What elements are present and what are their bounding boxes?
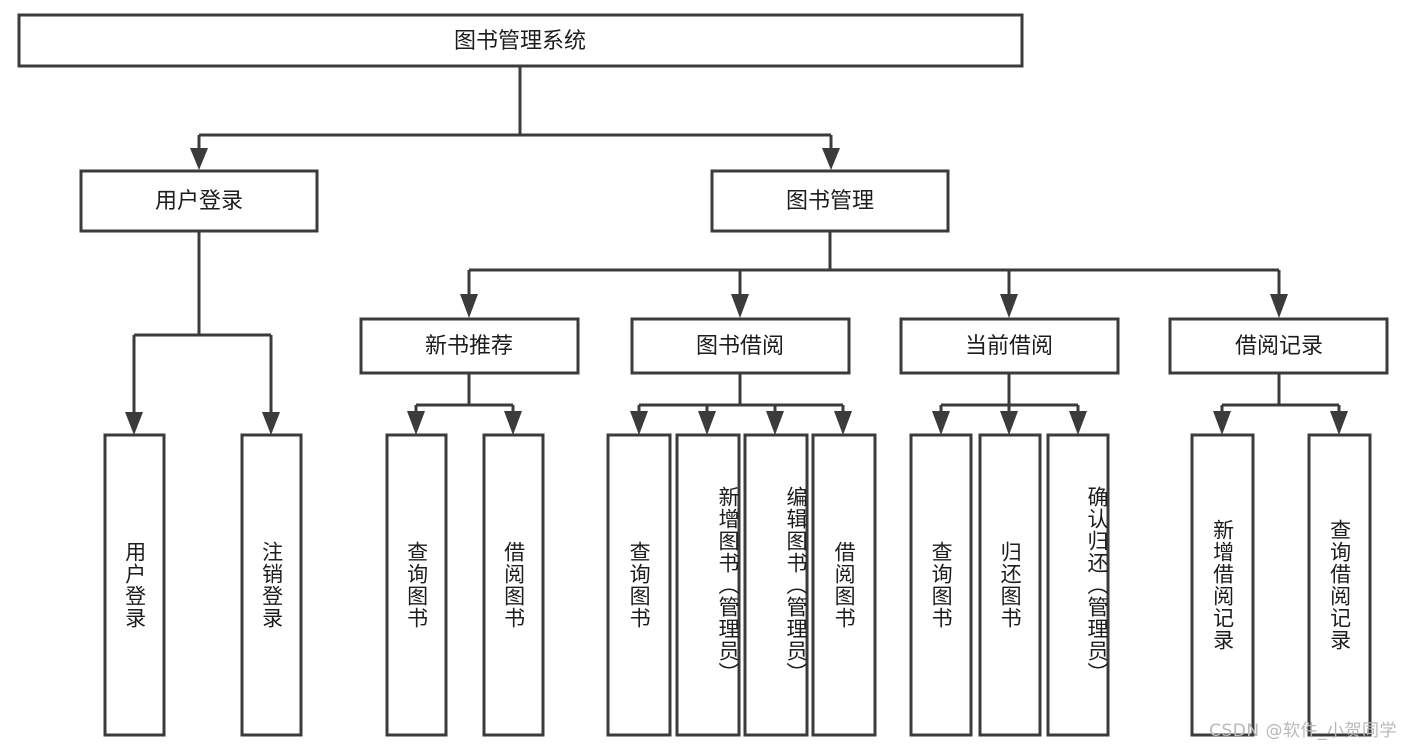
node-current-borrow-box[interactable]	[899, 317, 1120, 375]
connector-root-to-level2	[190, 66, 840, 170]
arrow-head-book-borrow	[731, 294, 749, 318]
node-root-label: 图书管理系统	[454, 29, 586, 54]
leaf-return-book-box[interactable]	[978, 433, 1042, 737]
arrow-head-return-book	[1000, 411, 1018, 435]
node-new-book-recommend[interactable]: 新书推荐	[359, 317, 580, 375]
leaf-query-book-1-box[interactable]	[385, 433, 448, 737]
connector-book-manage-to-level3	[460, 231, 1288, 318]
leaf-edit-book-label: 编辑图书（管理员）	[784, 486, 808, 684]
arrow-head-query-book-1	[407, 411, 425, 435]
arrow-head-add-record	[1213, 411, 1231, 435]
leaf-query-book-2-box[interactable]	[606, 433, 672, 737]
leaf-query-book-2-label: 查询图书	[627, 541, 652, 629]
arrow-head-user-login	[190, 148, 208, 170]
node-borrow-record-label: 借阅记录	[1235, 334, 1323, 359]
node-user-login-label: 用户登录	[155, 189, 243, 214]
leaf-add-record-box[interactable]	[1190, 433, 1255, 737]
leaf-add-record-label: 新增借阅记录	[1210, 519, 1235, 651]
node-book-manage[interactable]: 图书管理	[710, 169, 950, 233]
leaf-user-login-label: 用户登录	[122, 541, 147, 629]
connector-current-borrow-to-leaves	[932, 373, 1087, 435]
arrow-head-add-book	[698, 411, 716, 435]
leaf-query-book-3-box[interactable]	[909, 433, 973, 737]
leaf-borrow-book-1-label: 借阅图书	[501, 541, 526, 629]
node-new-book-recommend-label: 新书推荐	[425, 334, 513, 359]
node-book-borrow-label: 图书借阅	[696, 334, 784, 359]
leaf-query-book-3-label: 查询图书	[929, 541, 954, 629]
arrow-head-confirm-return	[1069, 411, 1087, 435]
arrow-head-query-book-2	[630, 411, 648, 435]
leaf-add-book-box[interactable]	[675, 433, 741, 737]
node-current-borrow-label: 当前借阅	[965, 334, 1053, 359]
leaf-query-record-box[interactable]	[1307, 433, 1372, 737]
leaf-logout-login-label: 注销登录	[259, 541, 284, 629]
node-borrow-record[interactable]: 借阅记录	[1168, 317, 1389, 375]
arrow-head-leaf-user-login	[125, 412, 143, 435]
connector-new-book-to-leaves	[407, 373, 522, 435]
arrow-head-query-book-3	[932, 411, 950, 435]
leaf-return-book-label: 归还图书	[998, 541, 1023, 629]
leaf-borrow-book-2-box[interactable]	[811, 433, 877, 737]
leaf-user-login-box[interactable]	[103, 433, 166, 737]
leaf-logout-login-box[interactable]	[240, 433, 303, 737]
arrow-head-edit-book	[766, 411, 784, 435]
leaf-borrow-book-2-label: 借阅图书	[832, 541, 857, 629]
arrow-head-borrow-record	[1270, 294, 1288, 318]
arrow-head-book-manage	[822, 148, 840, 170]
leaf-confirm-return-box[interactable]	[1046, 433, 1110, 737]
leaf-edit-book-box[interactable]	[743, 433, 809, 737]
arrow-head-current-borrow	[1000, 294, 1018, 318]
arrow-head-new-book-recommend	[460, 294, 478, 318]
node-root[interactable]: 图书管理系统	[17, 13, 1024, 68]
leaf-confirm-return-label: 确认归还（管理员）	[1085, 486, 1109, 684]
leaf-borrow-book-1-box[interactable]	[482, 433, 545, 737]
node-book-manage-label: 图书管理	[786, 189, 874, 214]
node-new-book-recommend-box[interactable]	[359, 317, 580, 375]
connector-book-borrow-to-leaves	[630, 373, 852, 435]
node-book-borrow[interactable]: 图书借阅	[630, 317, 851, 375]
leaf-add-book-label: 新增图书（管理员）	[716, 486, 740, 684]
node-current-borrow[interactable]: 当前借阅	[899, 317, 1120, 375]
node-root-box[interactable]	[17, 13, 1024, 68]
arrow-head-query-record	[1330, 411, 1348, 435]
arrow-head-borrow-book-1	[504, 411, 522, 435]
leaf-query-book-1-label: 查询图书	[404, 541, 429, 629]
arrow-head-borrow-book-2	[834, 411, 852, 435]
connector-user-login-to-leaves	[125, 231, 280, 435]
connector-borrow-record-to-leaves	[1213, 373, 1348, 435]
leaf-query-record-label: 查询借阅记录	[1327, 519, 1352, 651]
node-user-login[interactable]: 用户登录	[79, 169, 319, 233]
csdn-watermark: CSDN @软件_小贺同学	[1209, 721, 1397, 741]
arrow-head-leaf-logout	[262, 412, 280, 435]
